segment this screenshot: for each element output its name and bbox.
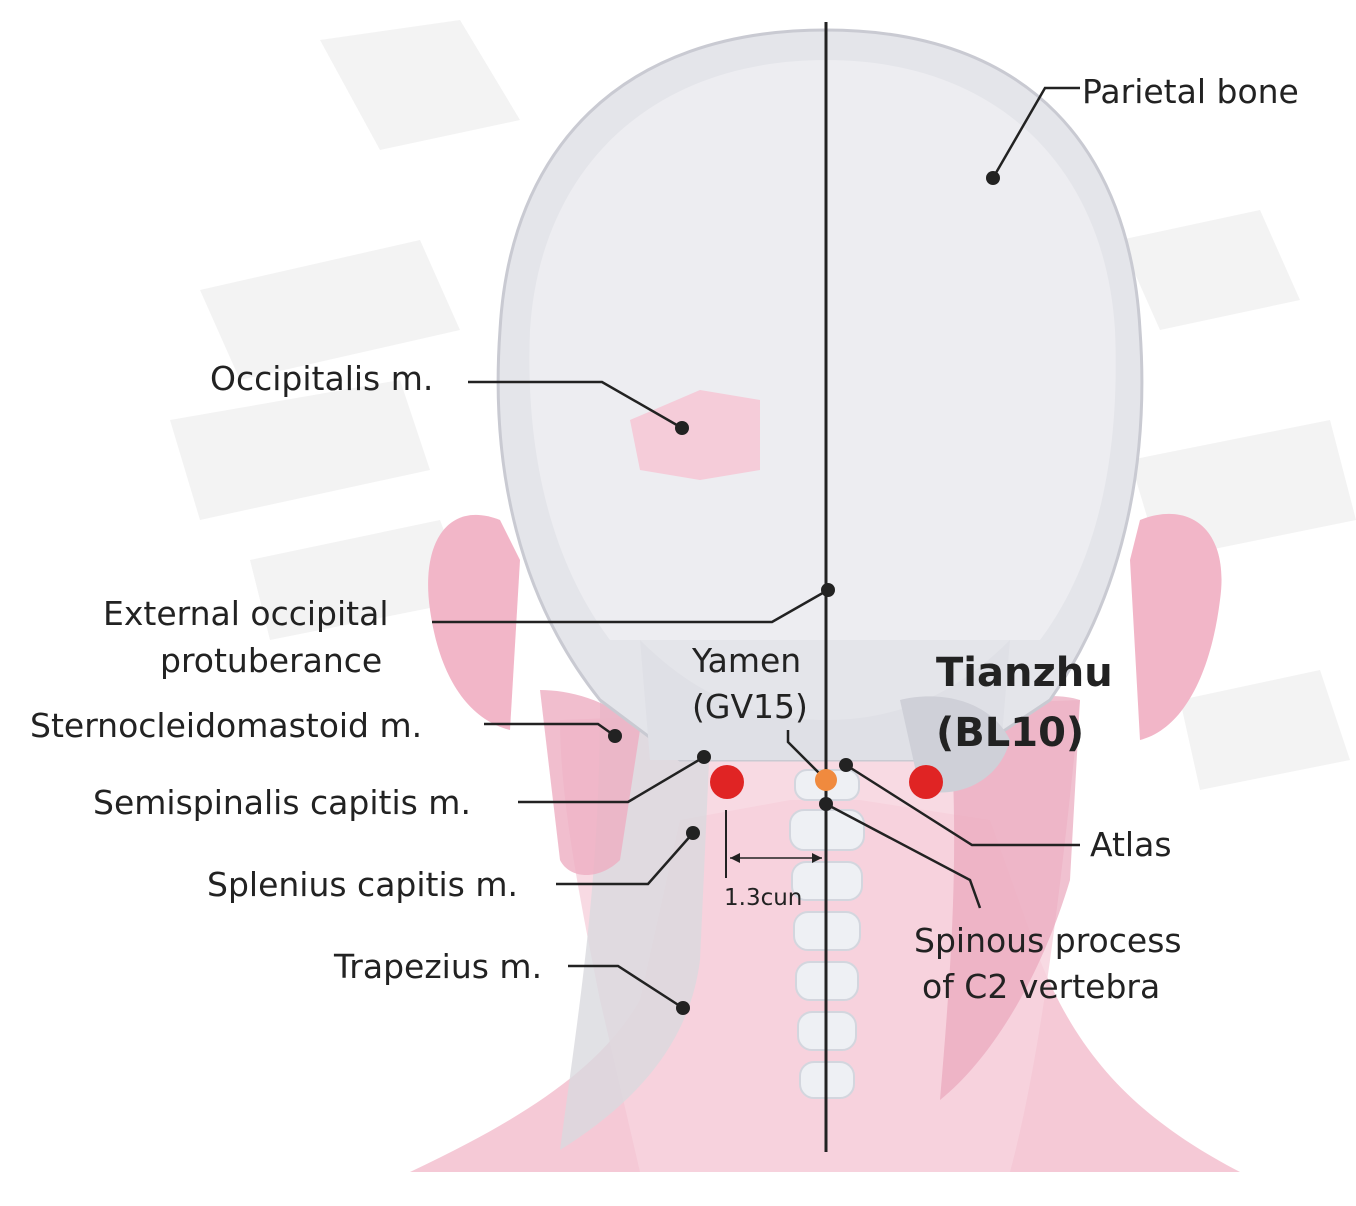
label-trapezius: Trapezius m.	[333, 947, 542, 986]
label-tianzhu-2: (BL10)	[936, 710, 1084, 756]
label-external-occipital-1: External occipital	[103, 594, 389, 633]
labels: Parietal bone Occipitalis m. External oc…	[30, 72, 1299, 1006]
label-yamen-1: Yamen	[691, 641, 801, 680]
leader-semispinalis	[518, 755, 705, 804]
label-occipitalis: Occipitalis m.	[210, 359, 433, 398]
leader-trapezius	[568, 964, 684, 1010]
leader-splenius	[556, 832, 694, 886]
label-parietal-bone: Parietal bone	[1082, 72, 1299, 111]
dot-parietal	[986, 171, 1000, 185]
dot-occipitalis	[675, 421, 689, 435]
skull-highlight	[529, 60, 1116, 640]
dot-spinous	[819, 797, 833, 811]
measure-label: 1.3cun	[724, 885, 802, 911]
tianzhu-point-left	[710, 765, 744, 799]
yamen-point	[815, 769, 837, 791]
label-spinous-1: Spinous process	[914, 921, 1182, 960]
tianzhu-point-right	[909, 765, 943, 799]
label-spinous-2: of C2 vertebra	[922, 967, 1160, 1006]
splenius-band-right	[940, 696, 1080, 1100]
marker-dots	[608, 171, 1000, 1015]
leader-yamen	[786, 730, 827, 781]
leader-spinous	[825, 802, 982, 909]
label-tianzhu-1: Tianzhu	[936, 650, 1113, 696]
dot-splenius	[686, 826, 700, 840]
skull	[496, 28, 1144, 793]
label-semispinalis: Semispinalis capitis m.	[93, 783, 471, 822]
dot-atlas	[839, 758, 853, 772]
measurement: 1.3cun	[724, 810, 822, 911]
leader-parietal	[991, 86, 1080, 179]
measure-arrowhead-left	[730, 853, 740, 863]
dot-trapezius	[676, 1001, 690, 1015]
label-sternocleidomastoid: Sternocleidomastoid m.	[30, 706, 422, 745]
leader-external-occipital	[432, 588, 829, 624]
dot-semispinalis	[697, 750, 711, 764]
label-atlas: Atlas	[1090, 825, 1172, 864]
dot-sternocleidomastoid	[608, 729, 622, 743]
leader-occipitalis	[468, 380, 683, 430]
label-external-occipital-2: protuberance	[160, 641, 382, 680]
label-splenius: Splenius capitis m.	[207, 865, 518, 904]
leader-lines	[432, 86, 1080, 1010]
measure-arrowhead-right	[812, 853, 822, 863]
dot-external-occipital	[821, 583, 835, 597]
ear-right	[1130, 513, 1222, 740]
leader-atlas	[845, 763, 1080, 847]
label-yamen-2: (GV15)	[692, 687, 808, 726]
occipitalis-muscle	[630, 390, 760, 480]
